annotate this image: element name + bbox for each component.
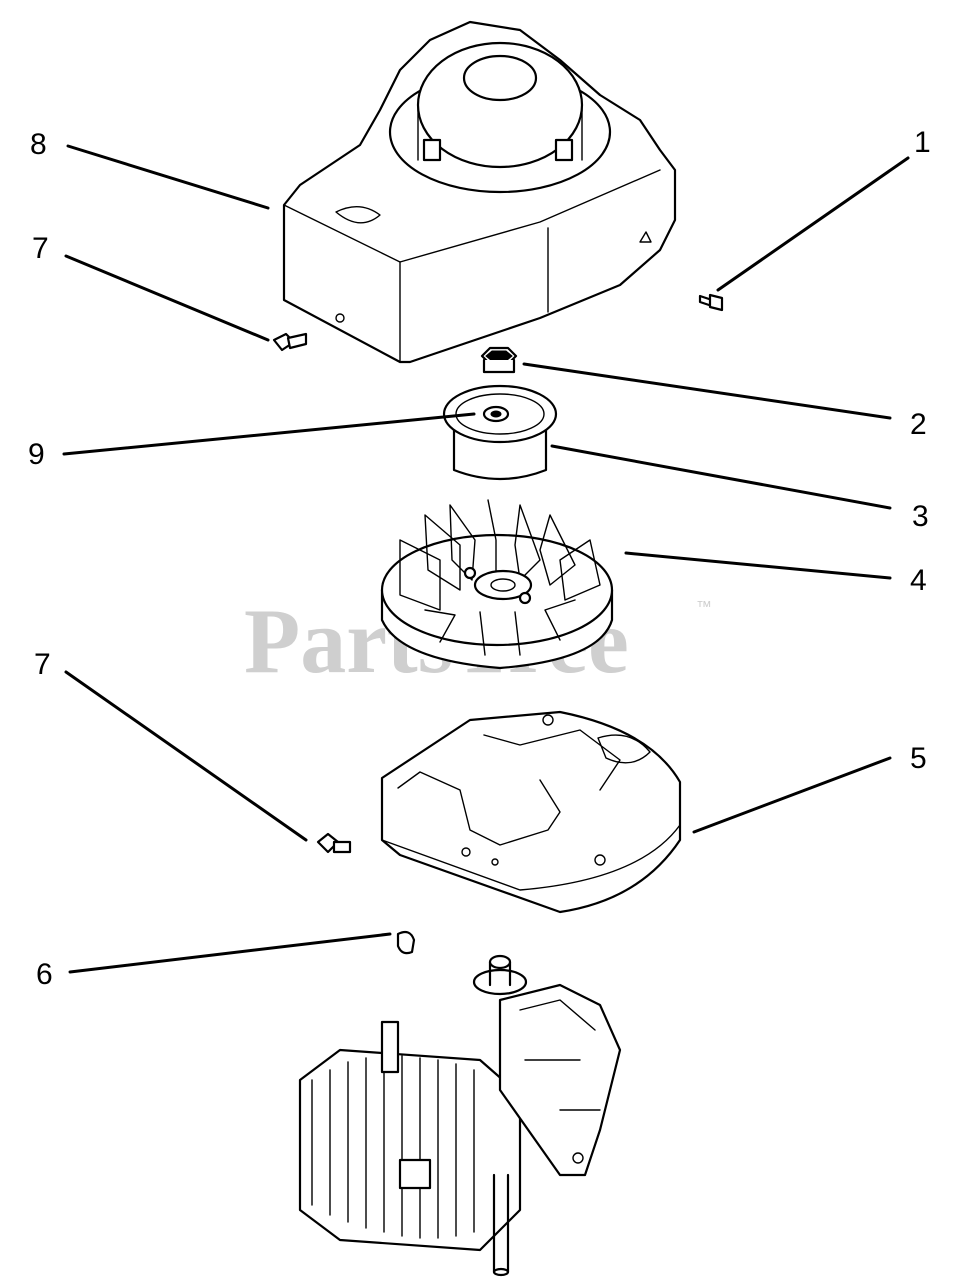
callout-9: 9 (28, 438, 45, 471)
leader-line-8 (66, 144, 270, 210)
callout-1: 1 (914, 126, 931, 159)
callout-2: 2 (910, 408, 927, 441)
leader-line-2 (522, 362, 892, 420)
callout-8: 8 (30, 128, 47, 161)
leader-line-5 (692, 756, 892, 834)
callout-3: 3 (912, 500, 929, 533)
callout-7-top: 7 (32, 232, 49, 265)
engine-block-part (298, 954, 622, 1277)
leader-line-6 (68, 932, 392, 974)
screw-part-1 (698, 293, 724, 312)
blower-housing-part (282, 20, 677, 364)
screw-part-7-top (272, 332, 308, 352)
leader-line-1 (716, 156, 910, 292)
starter-cup-part (442, 384, 558, 481)
leader-line-9 (62, 412, 476, 456)
flywheel-nut-part (480, 346, 518, 374)
screw-part-7-lower (316, 832, 352, 854)
leader-line-3 (550, 444, 892, 510)
leader-line-7a (64, 254, 270, 342)
leader-line-7b (64, 670, 308, 842)
callout-7-lower: 7 (34, 648, 51, 681)
callout-6: 6 (36, 958, 53, 991)
flywheel-part (380, 499, 614, 670)
watermark-trademark: ™ (696, 599, 712, 616)
callout-5: 5 (910, 742, 927, 775)
callout-4: 4 (910, 564, 927, 597)
flywheel-key-part (396, 930, 416, 955)
back-plate-part (380, 710, 682, 914)
leader-line-4 (624, 551, 892, 580)
